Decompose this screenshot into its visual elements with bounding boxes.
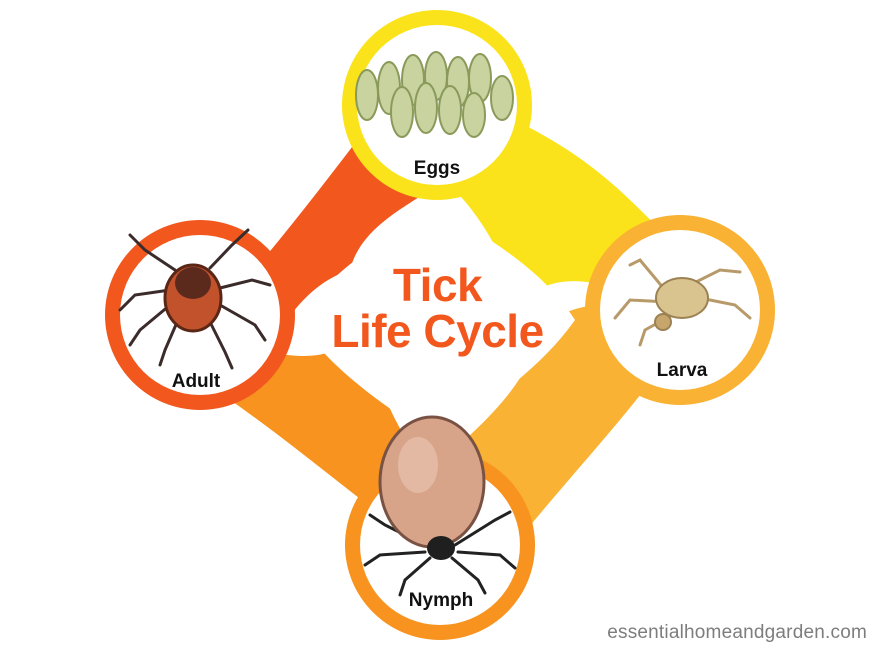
stage-label-larva: Larva [656, 360, 708, 381]
eggs-stage [342, 10, 532, 200]
diagram-title: Tick Life Cycle [300, 262, 575, 354]
larva-icon [613, 258, 752, 347]
nymph-icon [363, 415, 517, 597]
title-line-1: Tick [392, 259, 483, 311]
title-line-2: Life Cycle [331, 305, 544, 357]
stage-label-eggs: Eggs [413, 158, 461, 179]
source-watermark: essentialhomeandgarden.com [607, 622, 867, 643]
adult-stage [105, 220, 295, 410]
eggs-icon [355, 51, 514, 138]
nymph-stage [345, 415, 535, 640]
stage-label-nymph: Nymph [408, 590, 474, 611]
stage-label-adult: Adult [171, 371, 221, 392]
adult-tick-icon [118, 228, 272, 370]
larva-stage [585, 215, 775, 405]
center-panel [298, 205, 575, 440]
